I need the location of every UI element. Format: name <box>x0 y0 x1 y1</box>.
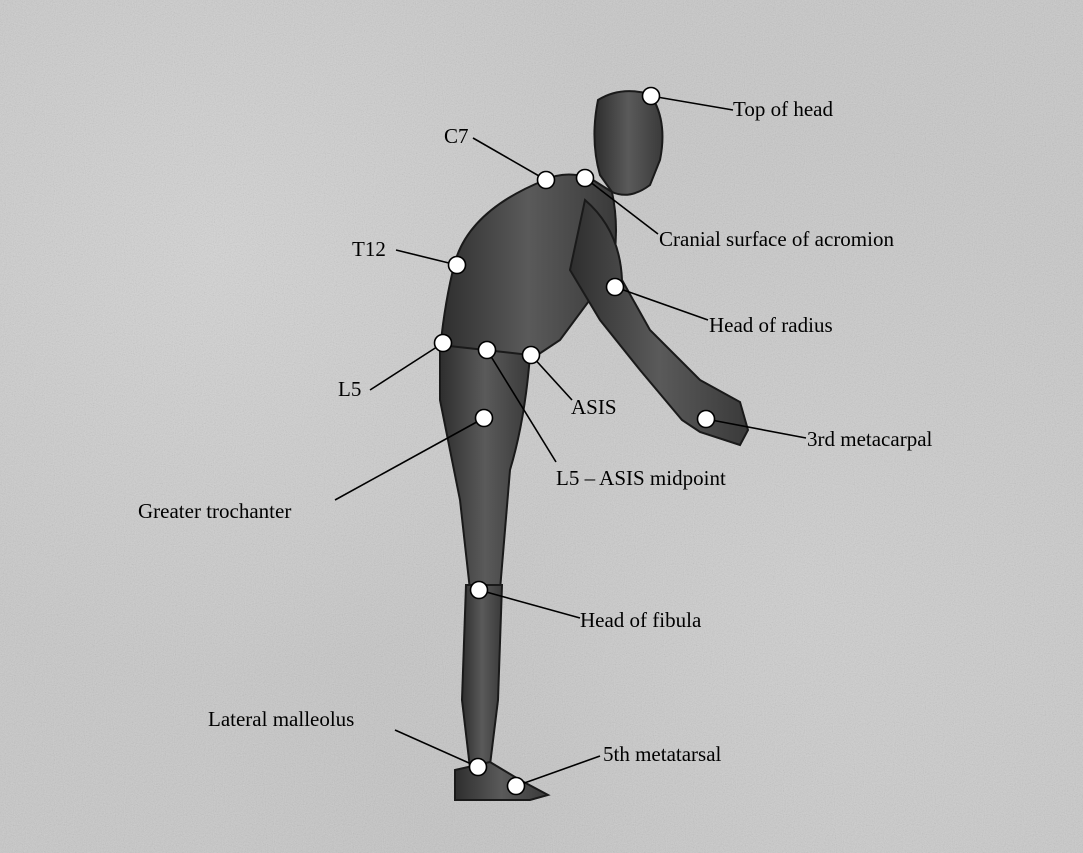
marker-greater-trochanter <box>476 410 493 427</box>
label-l5: L5 <box>338 378 361 400</box>
marker-l5-asis-midpoint <box>479 342 496 359</box>
marker-acromion <box>577 170 594 187</box>
marker-l5 <box>435 335 452 352</box>
label-t12: T12 <box>352 238 386 260</box>
label-third-metacarpal: 3rd metacarpal <box>807 428 932 450</box>
marker-fifth-metatarsal <box>508 778 525 795</box>
label-top-of-head: Top of head <box>733 98 833 120</box>
label-head-of-fibula: Head of fibula <box>580 609 701 631</box>
label-asis: ASIS <box>571 396 617 418</box>
head-shape <box>594 91 662 195</box>
marker-head-of-fibula <box>471 582 488 599</box>
label-l5-asis-midpoint: L5 – ASIS midpoint <box>556 467 726 489</box>
label-c7: C7 <box>444 125 469 147</box>
marker-asis <box>523 347 540 364</box>
marker-t12 <box>449 257 466 274</box>
marker-c7 <box>538 172 555 189</box>
marker-lateral-malleolus <box>470 759 487 776</box>
marker-top-of-head <box>643 88 660 105</box>
marker-third-metacarpal <box>698 411 715 428</box>
label-acromion: Cranial surface of acromion <box>659 228 894 250</box>
label-fifth-metatarsal: 5th metatarsal <box>603 743 721 765</box>
label-greater-trochanter: Greater trochanter <box>138 500 291 522</box>
marker-head-of-radius <box>607 279 624 296</box>
label-lateral-malleolus: Lateral malleolus <box>208 708 354 730</box>
label-head-of-radius: Head of radius <box>709 314 833 336</box>
